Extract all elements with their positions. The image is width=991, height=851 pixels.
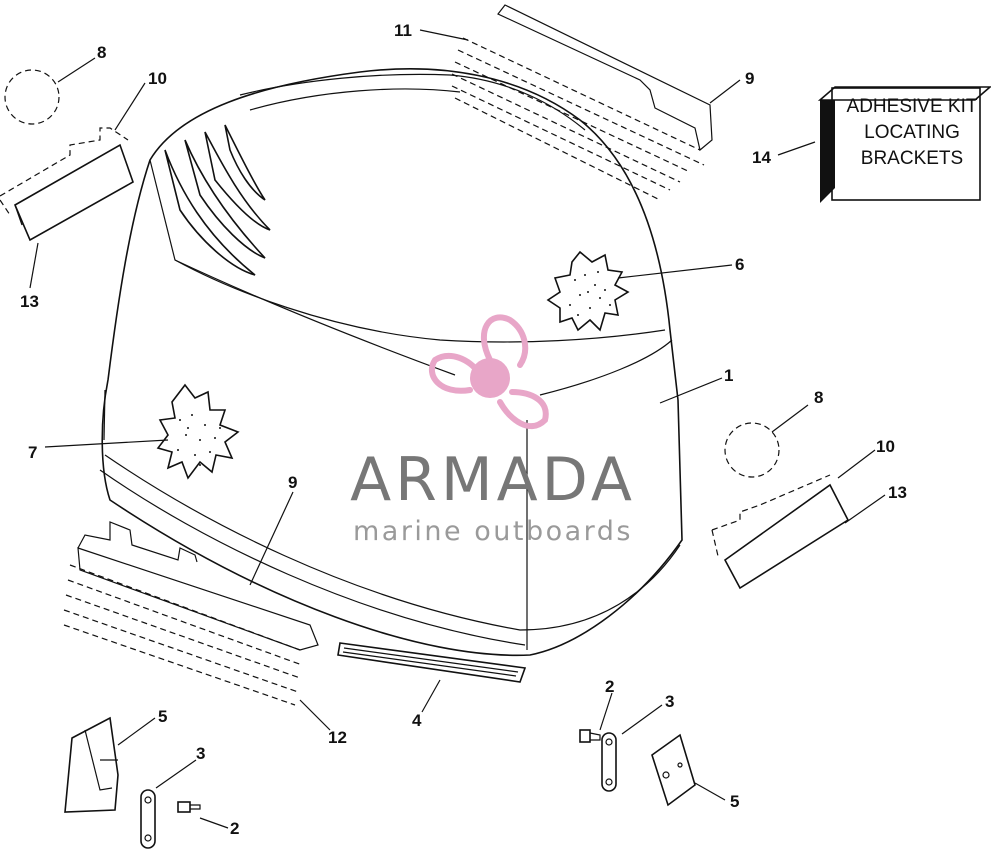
watermark: ARMADA marine outboards [350,314,636,547]
callout-3-left: 3 [196,744,205,763]
leader-lines [29,29,886,829]
pad-left [0,127,134,242]
engine-cowl [99,68,683,657]
callout-9-bottom: 9 [288,473,297,492]
callout-14: 14 [752,148,771,167]
decal-top-right [451,4,713,201]
callout-10-left: 10 [148,69,167,88]
propeller-hub [470,358,510,398]
circle-decal-left [4,69,60,125]
callout-2-left: 2 [230,819,239,838]
strap-left [140,789,156,849]
callout-4: 4 [412,711,422,730]
callout-8-left: 8 [97,43,106,62]
screw-right [579,729,601,743]
screw-left [177,801,201,813]
strap-right [601,732,617,792]
callout-13-left: 13 [20,292,39,311]
bracket-left [64,716,119,813]
bracket-right [651,733,696,807]
callout-5-right: 5 [730,792,739,811]
watermark-tagline: marine outboards [353,516,633,547]
callout-13-right: 13 [888,483,907,502]
callout-11: 11 [394,21,412,40]
callout-5-left: 5 [158,707,167,726]
starburst-decal-7 [156,383,240,480]
callout-1: 1 [724,366,733,385]
watermark-brand: ARMADA [350,445,636,515]
kit-label-line1: ADHESIVE KIT [847,96,978,117]
kit-box: ADHESIVE KIT LOCATING BRACKETS [817,86,991,203]
callout-6: 6 [735,255,744,274]
starburst-decal-6 [546,250,630,332]
circle-decal-right [724,422,780,478]
kit-label-line2: LOCATING [864,122,960,143]
callout-12: 12 [328,728,347,747]
rubber-strip [337,642,527,683]
callout-7: 7 [28,443,37,462]
propeller-logo [428,314,549,429]
callout-10-right: 10 [876,437,895,456]
callout-8-right: 8 [814,388,823,407]
callout-2-right: 2 [605,677,614,696]
callout-9-top: 9 [745,69,754,88]
callouts: 11 9 14 8 10 13 6 1 7 8 10 13 9 12 4 5 3… [20,21,907,838]
kit-label-line3: BRACKETS [861,148,963,169]
decal-bottom-left [63,521,319,706]
callout-3-right: 3 [665,692,674,711]
pad-right [711,474,850,590]
